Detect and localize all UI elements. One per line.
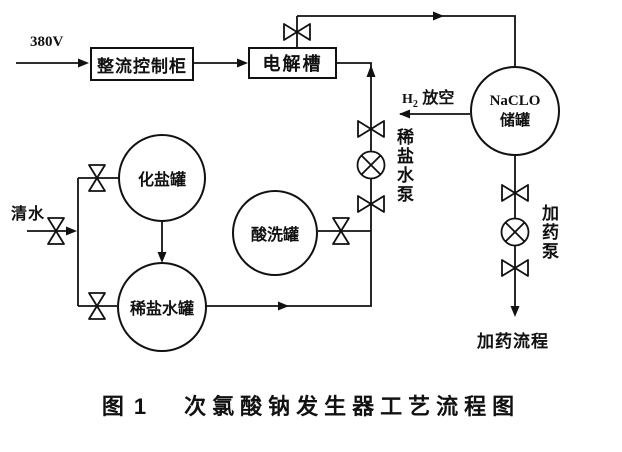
brine-tank-label: 稀盐水罐 [129,301,194,318]
dosing-lower-valve-icon [501,259,529,277]
brine-riser-upper-valve-icon [357,120,385,138]
salt-tank-label: 化盐罐 [137,172,186,189]
salt-tank-inlet-valve-icon [88,164,106,192]
brine-riser-arrowhead [366,65,376,77]
clean-water-valve-icon [47,217,65,245]
water-manifold-line [77,177,118,307]
power-supply-label: 380V [30,34,64,50]
acid-washing-tank: 酸洗罐 [232,190,318,276]
acid-tank-valve-icon [332,217,350,245]
power-feed-arrowhead [78,58,89,68]
figure-caption: 图 1 次氯酸钠发生器工艺流程图 [0,389,622,421]
naclo-tank-label-line2: 储罐 [499,112,530,129]
top-run-arrowhead [433,11,444,21]
dosing-outlet-arrowhead [510,306,520,317]
dosing-pump-label: 加药泵 [539,204,558,261]
rectifier-cabinet-label: 整流控制柜 [97,56,187,76]
dosing-flow-label: 加药流程 [477,332,549,351]
figure-title: 次氯酸钠发生器工艺流程图 [184,394,521,419]
h2-vent-arrowhead [399,109,410,119]
brine-pump-label: 稀盐水泵 [394,128,413,204]
dosing-pump-icon [500,217,530,247]
clean-water-label: 清水 [11,206,46,223]
acid-tank-label: 酸洗罐 [250,227,299,244]
h2-vent-text: 放空 [422,90,455,107]
dilute-brine-tank: 稀盐水罐 [117,262,207,352]
brine-tank-inlet-valve-icon [88,292,106,320]
top-run-line [297,15,516,66]
h2-vent-label: H2 放空 [402,84,454,110]
electrolyzer-top-valve-icon [283,23,311,41]
naclo-tank-label-line1: NaCLO [489,93,541,109]
electrolyzer-box: 电解槽 [248,47,337,79]
electrolyzer-label: 电解槽 [262,54,323,74]
salt-to-brine-arrowhead [157,252,167,263]
clean-water-arrowhead [66,226,77,236]
h2-symbol: H [402,92,413,107]
brine-riser-lower-valve-icon [357,195,385,213]
rectifier-cabinet-box: 整流控制柜 [90,47,194,81]
h2-subscript: 2 [412,99,418,111]
salt-dissolving-tank: 化盐罐 [118,134,206,222]
bottom-run-arrowhead [278,301,289,311]
dosing-upper-valve-icon [501,184,529,202]
figure-number: 图 1 [101,394,149,419]
brine-pump-icon [356,150,386,180]
rectifier-out-arrowhead [237,58,248,68]
naclo-storage-tank: NaCLO 储罐 [470,66,560,156]
